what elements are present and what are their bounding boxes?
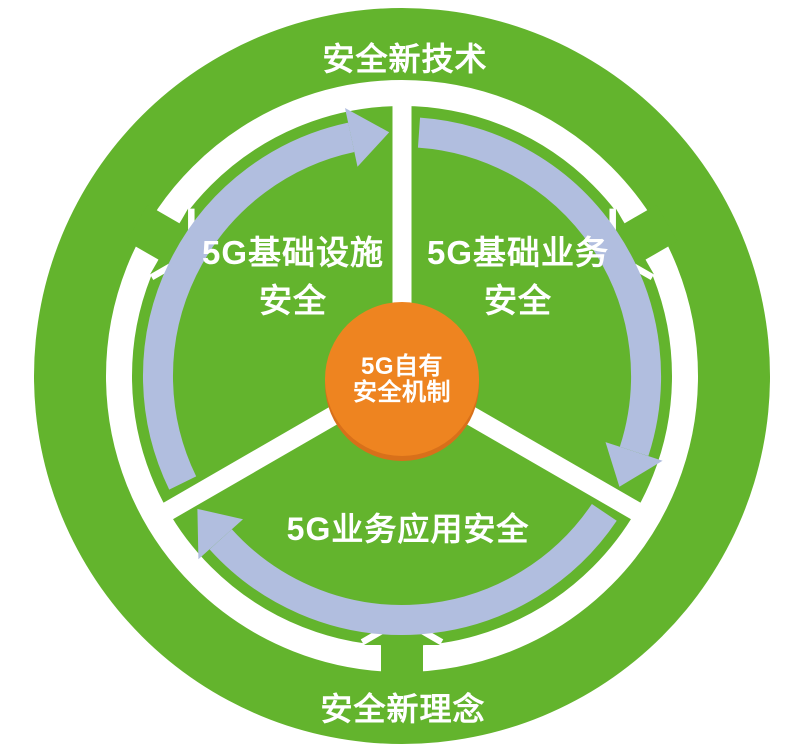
- sector-label-line1: 5G基础设施: [201, 234, 385, 271]
- cycle-arrow-ring: [142, 117, 662, 635]
- inward-arrow-icon: [364, 623, 440, 682]
- cycle-arc-right: [417, 117, 662, 457]
- cycle-arrowhead-right-icon: [605, 442, 663, 487]
- cycle-arrowhead-top-icon: [345, 108, 390, 167]
- cycle-arrowheads: [197, 108, 663, 560]
- cycle-arc-left: [142, 122, 355, 490]
- core-circle: [325, 302, 479, 456]
- core-label-line2: 安全机制: [353, 379, 451, 406]
- sector-label-line2: 安全: [484, 282, 552, 319]
- sector-label-line1: 5G基础业务: [426, 234, 610, 271]
- core-label: 5G自有 安全机制: [353, 354, 451, 406]
- sector-label-service-applications: 5G业务应用安全: [286, 511, 530, 547]
- outer-label-top: 安全新技术: [322, 41, 488, 77]
- core-label-line1: 5G自有: [360, 353, 443, 380]
- cycle-arc-bottom: [209, 504, 617, 635]
- cycle-arrowhead-left-icon: [197, 508, 243, 560]
- sector-label-line2: 安全: [259, 282, 327, 319]
- outer-label-bottom: 安全新理念: [320, 691, 486, 727]
- sector-label-infrastructure: 5G基础设施 安全: [202, 229, 384, 325]
- sector-label-basic-services: 5G基础业务 安全: [427, 229, 609, 325]
